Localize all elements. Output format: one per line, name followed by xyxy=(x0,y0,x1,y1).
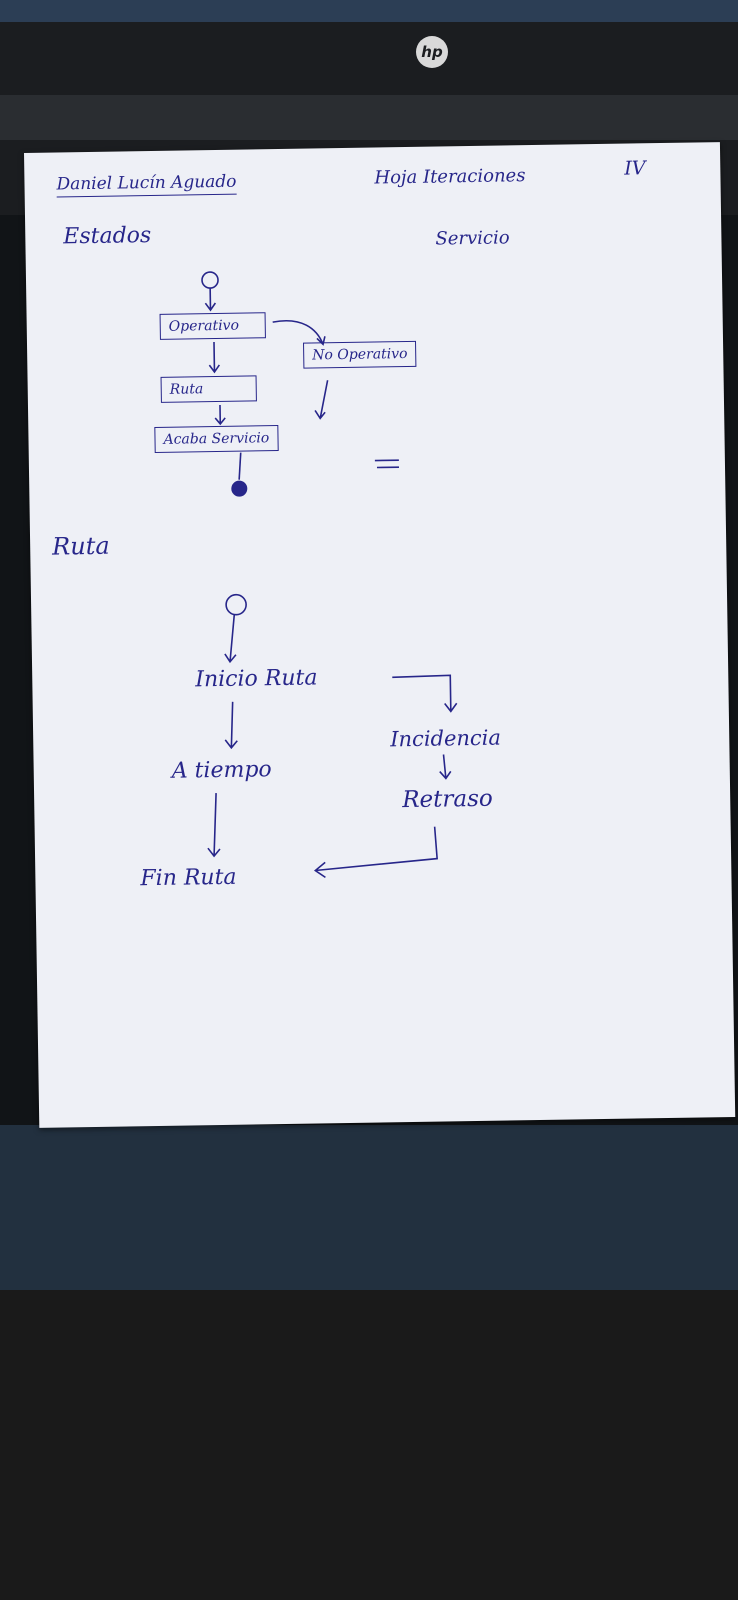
jacket-background xyxy=(0,1290,738,1600)
state-retraso: Retraso xyxy=(402,785,493,814)
state-no-operativo: No Operativo xyxy=(303,340,417,369)
transition-arrow xyxy=(207,793,221,858)
state-acaba-servicio: Acaba Servicio xyxy=(154,425,279,453)
transition-arrow xyxy=(204,288,217,312)
transition-arrow xyxy=(224,614,237,664)
transition-arrow xyxy=(272,320,326,346)
state-operativo: Operativo xyxy=(159,312,266,340)
initial-state-icon xyxy=(201,271,219,289)
diagram-connectors xyxy=(201,271,458,879)
laptop-hinge xyxy=(0,95,738,140)
equals-mark xyxy=(374,459,399,469)
transition-arrow xyxy=(208,342,221,374)
transition-arrow xyxy=(214,404,226,426)
initial-state-icon xyxy=(225,593,247,616)
state-ruta: Ruta xyxy=(160,375,257,403)
transition-arrow xyxy=(392,674,458,713)
transition-arrow xyxy=(314,380,329,420)
state-inicio-ruta: Inicio Ruta xyxy=(195,665,318,693)
final-state-icon xyxy=(231,480,248,497)
hp-logo-icon: hp xyxy=(416,36,448,68)
state-fin-ruta: Fin Ruta xyxy=(140,864,237,892)
ruta-heading: Ruta xyxy=(51,531,110,561)
state-a-tiempo: A tiempo xyxy=(171,757,272,784)
state-incidencia: Incidencia xyxy=(390,725,502,752)
transition-arrow xyxy=(439,754,452,780)
transition-arrow xyxy=(238,452,242,480)
transition-arrow xyxy=(313,826,438,879)
laptop-screen-edge xyxy=(0,0,738,22)
transition-arrow xyxy=(224,701,238,750)
paper-sheet: Daniel Lucín Aguado Hoja Iteraciones IV … xyxy=(24,142,736,1128)
